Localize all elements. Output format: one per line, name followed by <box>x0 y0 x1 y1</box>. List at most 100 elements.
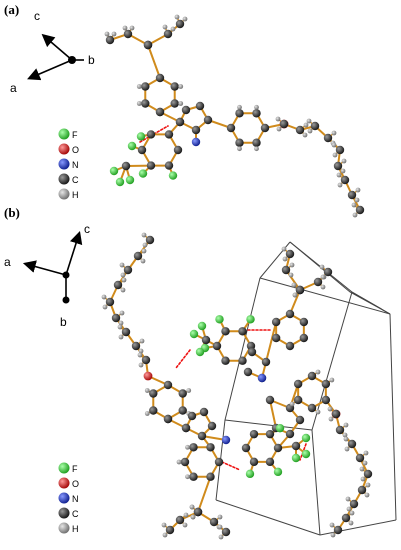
carbon-atom <box>363 469 373 479</box>
carbon-atom <box>181 105 191 115</box>
carbon-atom <box>141 355 151 365</box>
hydrogen-atom <box>136 84 142 89</box>
hydrogen-atom <box>138 362 144 368</box>
carbon-atom <box>238 327 247 336</box>
hydrogen-atom <box>352 212 358 218</box>
hydrogen-atom <box>345 496 351 502</box>
carbon-atom <box>155 73 165 83</box>
hydrogen-atom <box>186 388 192 393</box>
fluorine-atom <box>168 171 178 180</box>
carbon-atom <box>252 109 261 118</box>
fluorine-atom <box>195 347 205 357</box>
fluorine-atom <box>275 423 285 433</box>
hydrogen-atom <box>189 504 195 510</box>
hydrogen-atom <box>121 277 127 283</box>
carbon-atom <box>121 161 131 171</box>
a-axis-label-b: a <box>4 255 11 269</box>
hydrogen-atom <box>282 256 288 262</box>
axes-triad-a: c a b <box>10 9 95 95</box>
carbon-atom <box>163 380 173 390</box>
hydrogen-atom <box>144 411 150 416</box>
carbon-atom <box>321 395 331 405</box>
legend-c-swatch-b <box>58 507 70 519</box>
carbon-atom <box>341 513 351 523</box>
carbon-atom <box>285 309 295 319</box>
b-axis-label-a: b <box>88 53 95 67</box>
hydrogen-atom <box>217 514 223 520</box>
carbon-atom <box>321 379 331 389</box>
carbon-atom <box>163 414 173 424</box>
hydrogen-atom <box>254 146 259 152</box>
fluorine-atom <box>138 169 148 178</box>
hydrogen-atom <box>182 16 188 22</box>
hydrogen-atom <box>142 242 148 248</box>
carbon-atom <box>235 109 244 118</box>
carbon-atom <box>357 485 367 495</box>
carbon-atom <box>307 403 317 413</box>
hydrogen-atom <box>138 348 144 354</box>
carbon-atom <box>331 409 341 419</box>
hydrogen-atom <box>319 264 325 270</box>
carbon-atom <box>173 145 183 155</box>
carbon-atom <box>180 457 190 467</box>
hydrogen-atom <box>343 422 349 428</box>
carbon-atom <box>265 429 275 439</box>
hydrogen-atom <box>118 334 124 340</box>
carbon-atom <box>221 327 230 336</box>
carbon-atom <box>163 29 173 39</box>
hydrogen-atom <box>365 482 371 488</box>
carbon-atom <box>175 19 185 29</box>
hydrogen-atom <box>346 506 352 512</box>
hydrogen-atom <box>162 24 168 30</box>
hydrogen-atom <box>342 432 348 438</box>
carbon-atom <box>187 411 197 421</box>
hydrogen-atom <box>101 294 107 300</box>
hydrogen-atom <box>178 84 184 89</box>
carbon-atom <box>279 119 289 129</box>
fluorine-atom <box>125 175 135 185</box>
hydrogen-atom <box>349 510 355 516</box>
carbon-atom <box>121 327 131 337</box>
hydrogen-atom <box>276 126 282 132</box>
carbon-atom <box>349 499 359 509</box>
carbon-atom <box>203 115 213 125</box>
hydrogen-atom <box>337 182 343 188</box>
hydrogen-atom <box>161 522 167 528</box>
hydrogen-atom <box>340 168 346 174</box>
carbon-atom <box>293 395 303 405</box>
carbon-atom <box>197 431 207 441</box>
carbon-atom <box>201 335 211 345</box>
hydrogen-atom <box>331 142 337 148</box>
fluorine-atom <box>246 315 255 324</box>
carbon-atom <box>249 457 259 467</box>
carbon-atom <box>181 423 191 433</box>
fluorine-atom <box>127 141 137 151</box>
a-axis-label-a: a <box>10 81 17 95</box>
carbon-atom <box>285 249 295 259</box>
carbon-atom <box>113 280 123 290</box>
carbon-atom <box>291 441 301 451</box>
fluorine-atom <box>115 177 125 187</box>
legend-h-swatch-a <box>58 188 70 200</box>
hydrogen-atom <box>129 25 135 31</box>
hydrogen-atom <box>237 146 242 152</box>
carbon-atom <box>191 125 201 135</box>
carbon-atom <box>146 161 156 170</box>
hydrogen-atom <box>120 272 126 278</box>
hydrogen-atom <box>289 262 295 268</box>
hydrogen-atom <box>291 282 297 288</box>
carbon-atom <box>199 407 209 417</box>
hydrogen-atom <box>139 338 145 344</box>
carbon-atom <box>241 443 251 453</box>
carbon-atom <box>307 371 317 381</box>
hydrogen-atom <box>355 187 361 193</box>
hydrogen-atom <box>306 118 312 124</box>
carbon-atom <box>355 205 365 215</box>
hydrogen-atom <box>292 292 298 298</box>
hydrogen-atom <box>315 369 321 375</box>
legend-o-swatch-a <box>58 143 70 155</box>
fluorine-atom <box>273 467 283 477</box>
legend-f-label-a: F <box>72 130 78 140</box>
a-axis-arrow-a <box>27 59 73 81</box>
